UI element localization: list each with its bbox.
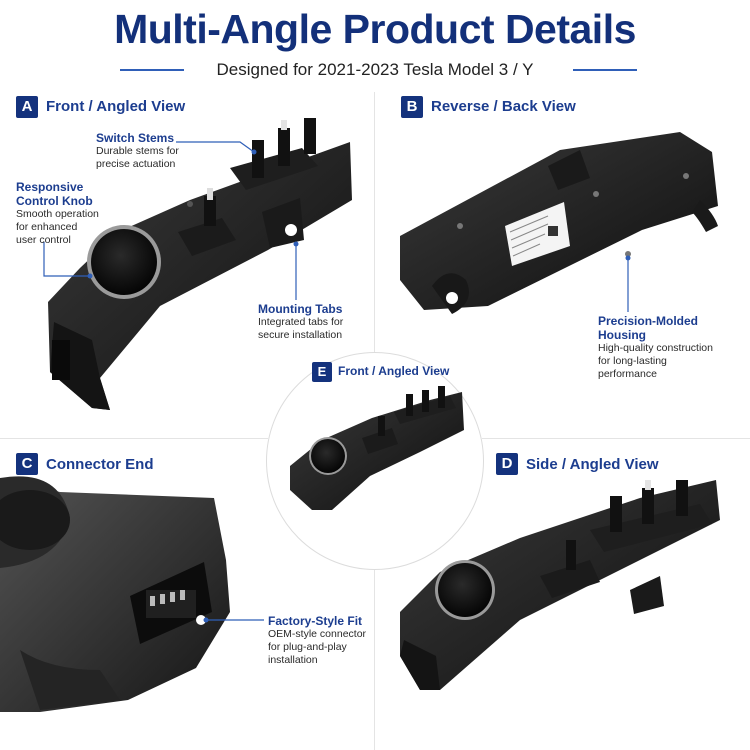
callout-factory-fit-line2: for plug-and-play — [268, 641, 347, 653]
divider-horizontal-right — [482, 438, 750, 439]
section-title-d: Side / Angled View — [526, 456, 659, 473]
callout-mounting-tabs-title: Mounting Tabs — [258, 302, 343, 316]
subtitle-rule-right — [573, 69, 637, 71]
callout-factory-fit-line1: OEM-style connector — [268, 628, 367, 640]
callout-mounting-tabs: Mounting Tabs Integrated tabs for secure… — [258, 302, 343, 342]
badge-b: B — [401, 96, 423, 118]
section-title-e: Front / Angled View — [338, 364, 450, 378]
product-view-d — [400, 480, 720, 690]
callout-factory-fit-title: Factory-Style Fit — [268, 614, 363, 628]
callout-control-knob-line1: Smooth operation — [16, 208, 99, 220]
badge-c: C — [16, 453, 38, 475]
product-view-a — [48, 118, 352, 410]
callout-factory-fit-line3: installation — [268, 654, 318, 666]
page-subtitle: Designed for 2021-2023 Tesla Model 3 / Y — [216, 60, 534, 79]
divider-horizontal-left — [0, 438, 268, 439]
divider-vertical-top — [374, 92, 375, 392]
badge-e: E — [312, 362, 332, 382]
callout-housing-line2: for long-lasting — [598, 355, 667, 367]
badge-d: D — [496, 453, 518, 475]
callout-housing: Precision-Molded Housing High-quality co… — [598, 314, 713, 381]
callout-switch-stems-line1: Durable stems for — [96, 145, 179, 157]
callout-control-knob-line3: user control — [16, 234, 71, 246]
callout-control-knob-line2: for enhanced — [16, 221, 78, 233]
section-title-b: Reverse / Back View — [431, 98, 576, 115]
callout-housing-title-1: Precision-Molded — [598, 314, 699, 328]
badge-a: A — [16, 96, 38, 118]
callout-factory-fit: Factory-Style Fit OEM-style connector fo… — [268, 614, 366, 667]
callout-control-knob-title-1: Responsive — [16, 180, 84, 194]
subtitle-rule-left — [120, 69, 184, 71]
callout-housing-title-2: Housing — [598, 328, 646, 342]
callout-switch-stems: Switch Stems Durable stems for precise a… — [96, 131, 179, 171]
callout-housing-line1: High-quality construction — [598, 342, 713, 354]
callout-switch-stems-line2: precise actuation — [96, 158, 176, 170]
callout-mounting-tabs-line1: Integrated tabs for — [258, 316, 344, 328]
section-title-c: Connector End — [46, 456, 154, 473]
callout-control-knob-title-2: Control Knob — [16, 194, 93, 208]
callout-housing-line3: performance — [598, 368, 657, 380]
product-view-b — [400, 132, 718, 314]
divider-vertical-bottom — [374, 540, 375, 750]
page-title: Multi-Angle Product Details — [114, 6, 636, 52]
product-view-c — [0, 476, 230, 712]
section-title-a: Front / Angled View — [46, 98, 186, 115]
callout-control-knob: Responsive Control Knob Smooth operation… — [16, 180, 99, 247]
callout-switch-stems-title: Switch Stems — [96, 131, 175, 145]
callout-mounting-tabs-line2: secure installation — [258, 329, 343, 341]
